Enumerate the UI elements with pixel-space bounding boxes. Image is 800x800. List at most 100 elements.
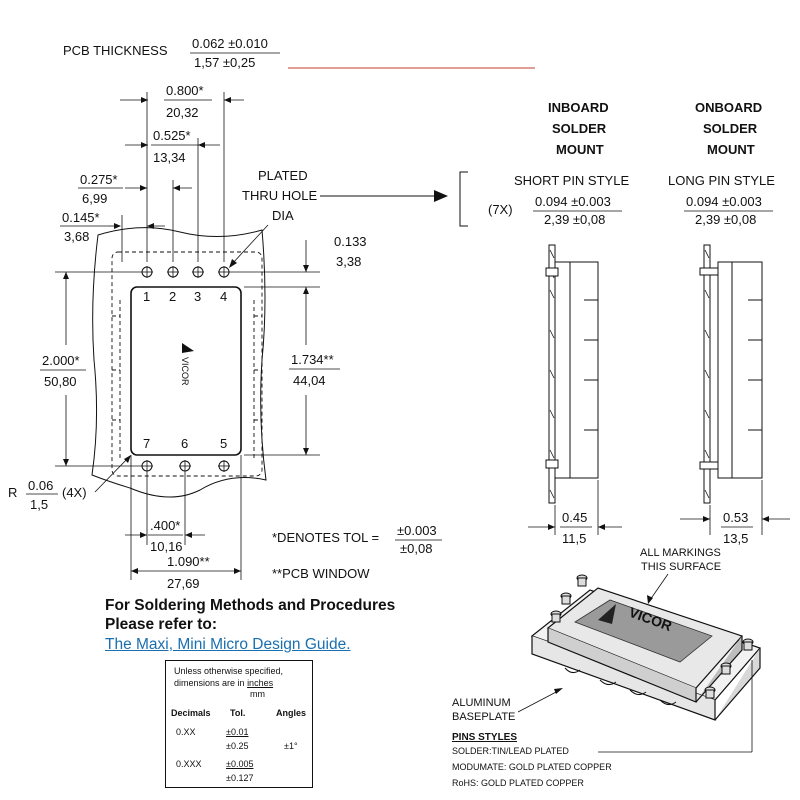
module-outline — [111, 251, 263, 477]
onboard-side-view — [699, 244, 763, 504]
dim-400-inch: .400* — [150, 518, 180, 533]
inboard-style: SHORT PIN STYLE — [514, 173, 629, 188]
plated-line3: DIA — [272, 208, 294, 223]
plated-line1: PLATED — [258, 168, 308, 183]
dim-1090-inch: 1.090** — [167, 554, 210, 569]
dim-1090-mm: 27,69 — [167, 576, 200, 591]
onboard-title-3: MOUNT — [707, 142, 755, 157]
reference-line2: Please refer to: — [105, 616, 217, 633]
onboard-dim-inch: 0.53 — [723, 510, 748, 525]
pin-4 — [218, 266, 230, 278]
onboard-style: LONG PIN STYLE — [668, 173, 775, 188]
pcb-outline — [91, 227, 267, 498]
tol-row2-inch: ±0.005 — [226, 759, 254, 769]
radius-count: (4X) — [62, 485, 87, 500]
tol-row1-decimals: 0.XX — [176, 727, 196, 737]
dim-1734-mm: 44,04 — [293, 373, 326, 388]
plated-leader — [231, 224, 269, 265]
pin-7 — [141, 460, 153, 472]
arrowhead — [234, 568, 241, 574]
vicor-logo: VICOR — [180, 343, 194, 386]
pcb-window — [130, 286, 242, 456]
onboard-title-2: SOLDER — [703, 121, 758, 136]
tolerance-box: Unless otherwise specified, dimensions a… — [165, 660, 313, 788]
design-guide-link[interactable]: The Maxi, Mini Micro Design Guide. — [105, 636, 351, 653]
markings-line1: ALL MARKINGS — [640, 547, 721, 559]
dim-0275-mm: 6,99 — [82, 191, 107, 206]
pin-style-3: RoHS: GOLD PLATED COPPER — [452, 778, 584, 788]
arrowhead — [548, 524, 555, 530]
inboard-inch: 0.094 ±0.003 — [535, 194, 611, 209]
tol-row1-angle: ±1° — [284, 741, 298, 751]
arrowhead — [303, 448, 309, 455]
arrowhead — [173, 185, 180, 191]
baseplate-line2: BASEPLATE — [452, 711, 515, 723]
dashed-side — [119, 300, 255, 460]
pin-3 — [192, 266, 204, 278]
arrowhead — [140, 185, 147, 191]
dim-0133-inch: 0.133 — [334, 234, 367, 249]
markings-leader — [649, 573, 669, 601]
inboard-count: (7X) — [488, 202, 513, 217]
arrowhead — [63, 272, 69, 279]
pin-5 — [218, 460, 230, 472]
pin-label-4: 4 — [220, 289, 227, 304]
tol-intro3: mm — [250, 689, 265, 699]
arrowhead — [554, 688, 563, 694]
pin-1 — [141, 266, 153, 278]
denotes-inch: ±0.003 — [397, 523, 437, 538]
arrowhead — [185, 532, 192, 538]
pin-6 — [179, 460, 191, 472]
denotes-mm: ±0,08 — [400, 541, 432, 556]
pin-styles-title: PINS STYLES — [452, 732, 517, 743]
dim-400-mm: 10,16 — [150, 539, 183, 554]
pcb-window-note: **PCB WINDOW — [272, 566, 370, 581]
onboard-inch: 0.094 ±0.003 — [686, 194, 762, 209]
arrowhead — [131, 568, 138, 574]
dashed-ticks — [112, 315, 262, 421]
radius-leader — [94, 457, 129, 493]
arrowhead — [124, 455, 131, 463]
plated-line2: THRU HOLE — [242, 188, 317, 203]
onboard-title-1: ONBOARD — [695, 100, 762, 115]
arrowhead — [762, 516, 769, 522]
inboard-mm: 2,39 ±0,08 — [544, 212, 605, 227]
tol-row2-mm: ±0.127 — [226, 773, 254, 783]
dim-0800-mm: 20,32 — [166, 105, 199, 120]
pin-label-3: 3 — [194, 289, 201, 304]
tol-header-angles: Angles — [276, 708, 307, 718]
dim-0800-inch: 0.800* — [166, 83, 204, 98]
inboard-bracket — [459, 171, 468, 227]
reference-line1: For Soldering Methods and Procedures — [105, 597, 396, 614]
tol-row1-mm: ±0.25 — [226, 741, 249, 751]
tol-header-tol: Tol. — [230, 708, 246, 718]
tol-intro2: dimensions are in inches — [174, 678, 273, 688]
tol-header-decimals: Decimals — [171, 708, 211, 718]
dim-0525-mm: 13,34 — [153, 150, 186, 165]
inboard-dim-inch: 0.45 — [562, 510, 587, 525]
dim-2000-mm: 50,80 — [44, 374, 77, 389]
arrowhead — [114, 223, 121, 229]
baseplate-leader — [517, 689, 561, 713]
pin-2 — [167, 266, 179, 278]
tol-intro1: Unless otherwise specified, — [174, 666, 284, 676]
inboard-side-view — [545, 244, 599, 504]
iso-logo-mark-icon — [598, 604, 616, 624]
pcb-thickness-inch: 0.062 ±0.010 — [192, 36, 268, 51]
arrowhead — [229, 259, 237, 268]
radius-mm: 1,5 — [30, 497, 48, 512]
dim-0133-mm: 3,38 — [336, 254, 361, 269]
arrowhead — [303, 287, 309, 294]
vicor-logo-text: VICOR — [180, 357, 190, 386]
radius-prefix: R — [8, 485, 17, 500]
pin-label-7: 7 — [143, 436, 150, 451]
arrowhead — [434, 190, 448, 202]
arrowhead — [198, 142, 205, 148]
pin-style-2: MODUMATE: GOLD PLATED COPPER — [452, 762, 612, 772]
tol-intro2-b: inches — [247, 678, 274, 688]
pin-label-1: 1 — [143, 289, 150, 304]
arrowhead — [703, 516, 710, 522]
pin-label-5: 5 — [220, 436, 227, 451]
